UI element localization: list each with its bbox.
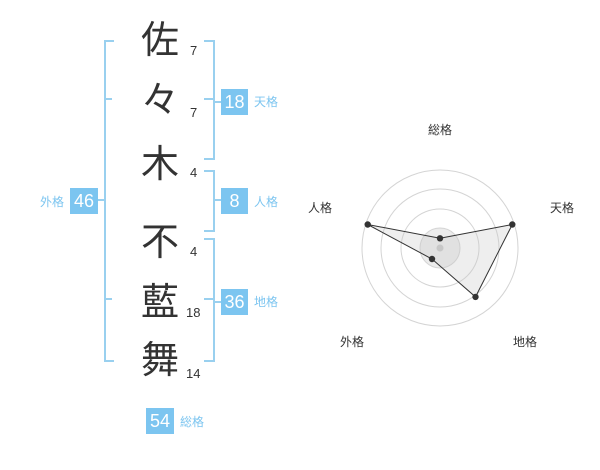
gaikaku-connector	[96, 199, 106, 201]
tenkaku-connector	[213, 101, 222, 103]
tenkaku-label: 天格	[254, 95, 279, 109]
name-character-4: 不	[140, 220, 179, 264]
stroke-count-5: 18	[186, 305, 201, 320]
radar-ring-3	[380, 188, 500, 308]
tenkaku-bracket	[204, 40, 215, 160]
axis-label-tenkaku: 天格	[550, 200, 574, 215]
jinkaku-bracket	[204, 170, 215, 232]
radar-area	[367, 223, 514, 298]
radar-point-2	[509, 221, 516, 228]
radar-center-dot	[436, 244, 444, 252]
tenkaku-bracket-mid-tick	[204, 98, 213, 100]
gaikaku-bracket-tick-1	[104, 98, 112, 100]
soukaku-label: 総格	[180, 415, 205, 429]
stroke-count-2: 7	[190, 105, 198, 120]
stroke-count-4: 4	[190, 244, 198, 259]
name-character-2: 々	[140, 78, 179, 122]
radar-point-3	[472, 293, 479, 301]
radar-ring-2	[400, 208, 480, 288]
chikaku-bracket-mid-tick	[204, 298, 213, 300]
chikaku-label: 地格	[254, 295, 279, 309]
stroke-count-1: 7	[190, 43, 198, 58]
radar-point-5	[364, 221, 371, 228]
radar-chart: 総格 天格 地格 外格 人格	[308, 122, 574, 349]
jinkaku-label: 人格	[254, 195, 279, 209]
chikaku-badge: 36	[221, 289, 248, 315]
radar-point-4	[428, 255, 436, 263]
radar-ring-4	[361, 169, 519, 327]
gaikaku-label: 外格	[40, 195, 65, 209]
name-character-6: 舞	[140, 338, 179, 382]
name-character-5: 藍	[140, 280, 179, 324]
radar-point-1	[436, 235, 444, 242]
axis-label-chikaku: 地格	[513, 334, 537, 349]
chikaku-connector	[213, 301, 222, 303]
axis-label-soukaku: 総格	[428, 122, 452, 137]
stroke-count-6: 14	[186, 366, 201, 381]
name-character-3: 木	[140, 142, 179, 186]
jinkaku-connector	[213, 199, 222, 201]
soukaku-badge: 54	[146, 408, 174, 434]
name-strokes-panel: 佐 々 木 不 藍 舞 7 7 4 4 18 14 18 天格 8 人格 36 …	[40, 18, 279, 434]
gaikaku-bracket	[104, 40, 114, 362]
name-character-1: 佐	[140, 18, 179, 62]
axis-label-jinkaku: 人格	[308, 200, 332, 215]
gaikaku-badge: 46	[70, 188, 98, 214]
radar-points	[364, 221, 516, 301]
chikaku-bracket	[204, 238, 215, 362]
axis-label-gaikaku: 外格	[340, 334, 364, 349]
stroke-count-3: 4	[190, 165, 198, 180]
jinkaku-badge: 8	[221, 188, 248, 214]
tenkaku-badge: 18	[221, 89, 248, 115]
gaikaku-bracket-tick-2	[104, 298, 112, 300]
